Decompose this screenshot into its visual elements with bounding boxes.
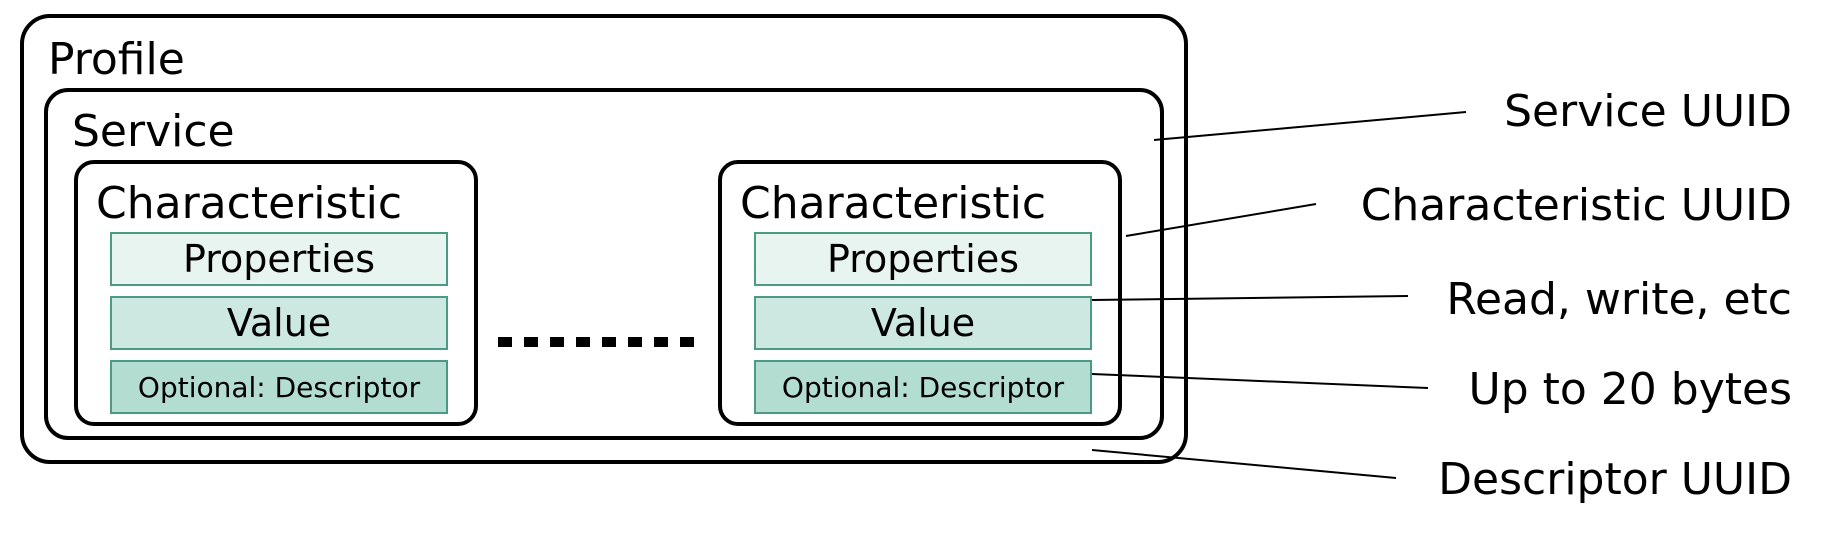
profile-label: Profile (48, 34, 185, 85)
service-uuid-leader (1153, 111, 1467, 141)
characteristic-label: Characteristic (96, 178, 403, 229)
properties-label: Properties (182, 237, 376, 281)
descriptor-leader (1091, 449, 1397, 479)
properties-field: Properties (110, 232, 448, 286)
properties-annotation: Read, write, etc (1446, 274, 1792, 325)
service-label: Service (72, 106, 235, 157)
value-leader (1091, 373, 1429, 389)
value-annotation: Up to 20 bytes (1468, 364, 1792, 415)
properties-leader (1091, 295, 1409, 301)
characteristic-label: Characteristic (740, 178, 1047, 229)
descriptor-label: Optional: Descriptor (781, 370, 1065, 404)
value-field: Value (110, 296, 448, 350)
value-label: Value (226, 301, 332, 345)
characteristic-uuid-annotation: Characteristic UUID (1360, 180, 1792, 231)
properties-field: Properties (754, 232, 1092, 286)
descriptor-label: Optional: Descriptor (137, 370, 421, 404)
descriptor-field: Optional: Descriptor (110, 360, 448, 414)
value-field: Value (754, 296, 1092, 350)
descriptor-uuid-annotation: Descriptor UUID (1438, 454, 1792, 505)
service-uuid-annotation: Service UUID (1504, 86, 1792, 137)
value-label: Value (870, 301, 976, 345)
properties-label: Properties (826, 237, 1020, 281)
descriptor-field: Optional: Descriptor (754, 360, 1092, 414)
characteristic-uuid-leader (1125, 203, 1317, 237)
